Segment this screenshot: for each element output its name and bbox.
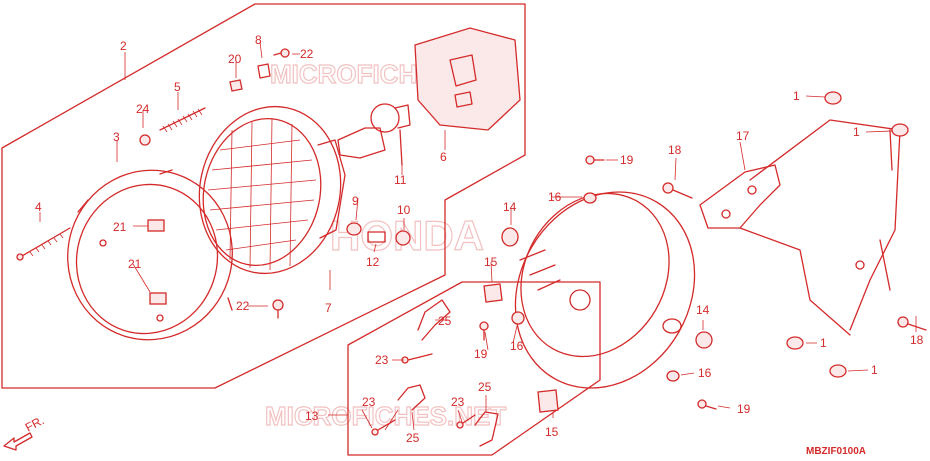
- bolt-22-upper: [273, 48, 290, 58]
- screw-19-top: [585, 155, 605, 165]
- screw-4: [16, 227, 71, 261]
- clip-15-upper: [483, 283, 503, 303]
- nut-1-b: [891, 123, 909, 137]
- label-1-b: 1: [853, 125, 860, 139]
- label-16-top: 16: [548, 190, 562, 204]
- label-17: 17: [736, 129, 750, 143]
- headlight-case: [514, 191, 696, 389]
- label-13: 13: [305, 409, 319, 423]
- label-23-b: 23: [362, 395, 376, 409]
- assembly-outline-headlight: [1, 3, 526, 389]
- callout-labels: 2 3 4 5 24 8 20 22 6 11 9 10 12 21 21 22…: [35, 33, 924, 445]
- label-18-left: 18: [668, 143, 682, 157]
- collar-16-bottom: [666, 370, 680, 382]
- bulb-11: [337, 103, 411, 166]
- grommet-20: [229, 79, 243, 92]
- collar-16-mid: [511, 311, 525, 325]
- leader-lines: [39, 41, 917, 431]
- label-16-mid: 16: [510, 339, 524, 353]
- label-2: 2: [120, 39, 127, 53]
- headlight-rim: [67, 169, 233, 341]
- grommet-14-left: [501, 227, 519, 247]
- label-19-top: 19: [620, 153, 634, 167]
- nut-1-d: [829, 364, 847, 378]
- screw-23-a: [401, 353, 433, 364]
- assembly-outline-stay-fittings: [347, 281, 601, 456]
- label-1-a: 1: [793, 89, 800, 103]
- screw-23-c: [456, 414, 476, 429]
- bulb-10: [395, 230, 411, 246]
- headlight-unit: [198, 105, 346, 275]
- clamp-25-upper: [417, 299, 451, 341]
- socket-12: [367, 231, 386, 243]
- front-direction-arrow: FR.: [3, 413, 47, 451]
- label-25-lower: 25: [406, 431, 420, 445]
- label-24: 24: [136, 102, 150, 116]
- label-25-upper: 25: [438, 314, 452, 328]
- label-3: 3: [113, 130, 120, 144]
- label-11: 11: [394, 173, 407, 187]
- bolt-22-lower: [272, 299, 284, 319]
- label-20: 20: [228, 52, 242, 66]
- diagram-code: MBZIF0100A: [806, 446, 866, 457]
- label-22-lower: 22: [236, 299, 250, 313]
- clamp-25-right: [474, 411, 499, 447]
- socket-9: [346, 222, 362, 236]
- label-6: 6: [440, 150, 447, 164]
- label-25-right: 25: [478, 380, 492, 394]
- headlight-stay-17: [699, 119, 901, 336]
- label-1-c: 1: [820, 336, 827, 350]
- label-4: 4: [35, 200, 42, 214]
- bolt-18-left: [662, 182, 693, 199]
- label-18-right: 18: [910, 333, 924, 347]
- label-23-c: 23: [451, 395, 465, 409]
- bolt-18-right: [897, 316, 927, 331]
- label-5: 5: [174, 80, 181, 94]
- clip-15-lower: [537, 389, 559, 413]
- spring-5: [159, 107, 206, 133]
- screw-23-b: [371, 419, 396, 436]
- screw-19-bottom: [697, 399, 717, 410]
- label-21-lower: 21: [128, 257, 142, 271]
- label-14-left: 14: [503, 200, 517, 214]
- label-15-upper: 15: [484, 255, 498, 269]
- clip-21-lower: [149, 292, 167, 305]
- watermark-bottom: MICROFICHES.NET: [265, 401, 506, 431]
- label-10: 10: [397, 203, 411, 217]
- nut-8: [257, 63, 271, 79]
- clamp-25-lower: [397, 384, 426, 411]
- nut-24: [139, 134, 151, 146]
- label-22-upper: 22: [300, 47, 314, 61]
- label-19-mid: 19: [474, 347, 488, 361]
- label-15-lower: 15: [545, 425, 559, 439]
- label-16-bottom: 16: [698, 366, 712, 380]
- label-12: 12: [366, 255, 380, 269]
- screw-19-mid: [479, 321, 489, 341]
- front-arrow-label: FR.: [23, 413, 47, 434]
- label-19-bottom: 19: [737, 402, 751, 416]
- label-9: 9: [352, 194, 359, 208]
- label-7: 7: [325, 301, 332, 315]
- label-8: 8: [255, 33, 262, 47]
- nut-1-a: [824, 91, 842, 105]
- collar-16-top: [583, 192, 597, 204]
- label-14-right: 14: [696, 303, 710, 317]
- grommet-14-right: [695, 331, 713, 349]
- label-1-d: 1: [871, 363, 878, 377]
- label-21-upper: 21: [113, 220, 127, 234]
- clip-21-upper: [147, 219, 165, 232]
- label-23-a: 23: [375, 353, 389, 367]
- dust-cover-6: [414, 27, 521, 131]
- nut-1-c: [786, 336, 804, 350]
